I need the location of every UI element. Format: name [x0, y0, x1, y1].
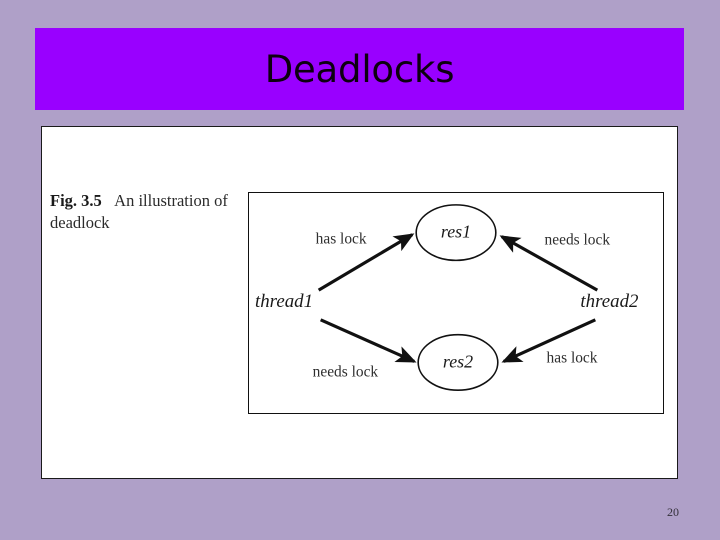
figure-caption-text: An illustration of deadlock [50, 191, 228, 233]
res2-ellipse [417, 333, 499, 391]
figure-caption: Fig. 3.5 An illustration of deadlock [50, 190, 246, 235]
edge-label-thread2-needs-res1: needs lock [545, 232, 611, 249]
res2-label: res2 [443, 352, 473, 372]
page-number: 20 [667, 505, 679, 519]
edge-label-thread2-has-res2: has lock [547, 349, 598, 366]
slide-title-banner: Deadlocks [35, 28, 684, 110]
edge-thread1-needs-res2 [320, 318, 417, 363]
edge-label-thread1-has-res1: has lock [316, 231, 367, 248]
edge-thread1-has-res1 [317, 233, 415, 292]
res1-ellipse [415, 204, 497, 262]
page-title: Deadlocks [264, 47, 455, 91]
deadlock-diagram: res1 res2 thread1 thread2 has lock needs… [255, 204, 639, 391]
diagram-node-res2: res2 [417, 333, 499, 391]
slide-content-box: Fig. 3.5 An illustration of deadlock [41, 126, 678, 479]
thread2-label: thread2 [580, 291, 639, 312]
thread1-label: thread1 [255, 291, 313, 312]
edge-thread2-needs-res1 [499, 235, 599, 292]
res1-label: res1 [441, 222, 471, 242]
figure-caption-label: Fig. 3.5 [50, 191, 102, 210]
edge-label-thread1-needs-res2: needs lock [313, 363, 379, 380]
diagram-edges [317, 233, 599, 363]
diagram-node-res1: res1 [415, 204, 497, 262]
deadlock-diagram-frame: res1 res2 thread1 thread2 has lock needs… [248, 192, 664, 414]
edge-thread2-has-res2 [501, 318, 596, 363]
